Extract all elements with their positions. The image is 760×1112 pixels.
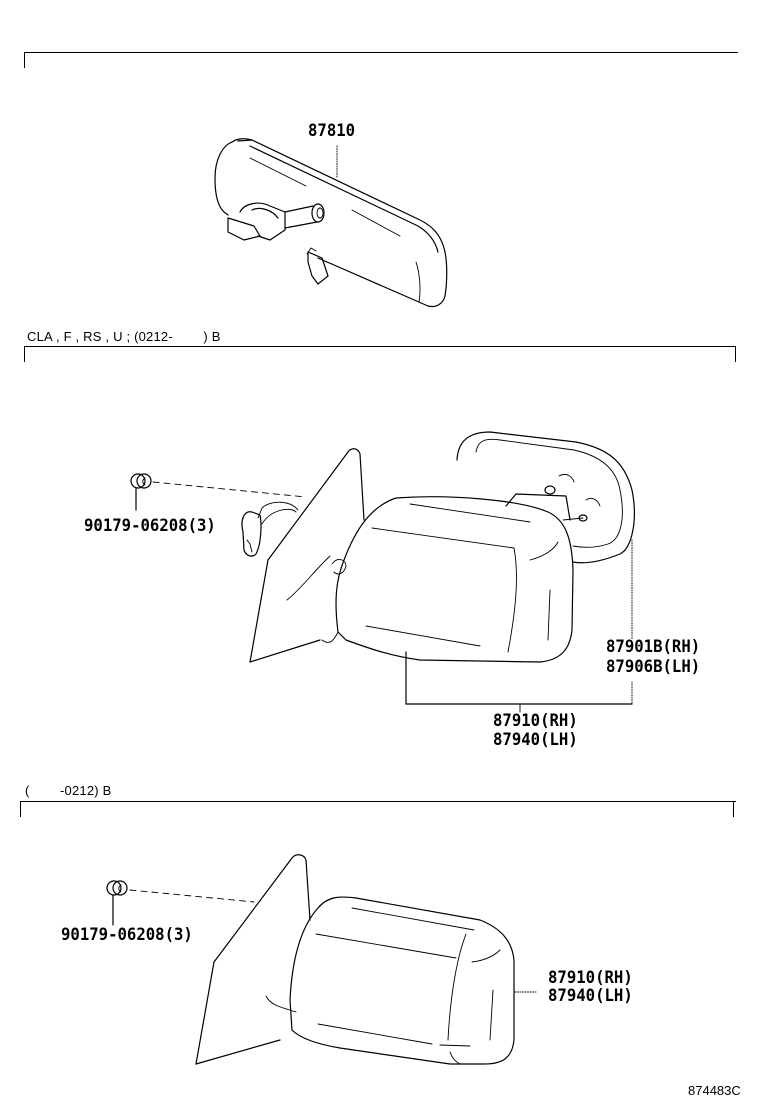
section-3-left-tick	[20, 801, 21, 817]
section-1-left-tick	[24, 52, 25, 68]
part-number-87901b-rh[interactable]: 87901B(RH)	[606, 637, 701, 657]
outer-mirror-to-0212-drawing	[106, 854, 538, 1065]
part-number-87940-lh-lower[interactable]: 87940(LH)	[548, 986, 633, 1006]
diagram-id: 874483C	[688, 1083, 741, 1098]
section-3-right-tick	[733, 801, 734, 817]
part-number-87810[interactable]: 87810	[308, 121, 356, 141]
section-2-left-tick	[24, 346, 25, 362]
outer-mirror-0212-on-drawing	[130, 431, 635, 713]
part-number-90179-06208-upper[interactable]: 90179-06208(3)	[84, 516, 216, 536]
section-1-top-rule	[24, 52, 738, 53]
part-number-87906b-lh[interactable]: 87906B(LH)	[606, 657, 701, 677]
section-3-caption: ( -0212) B	[25, 783, 112, 798]
part-number-90179-06208-lower[interactable]: 90179-06208(3)	[61, 925, 193, 945]
part-number-87910-rh-upper[interactable]: 87910(RH)	[493, 711, 578, 731]
section-2-caption: CLA , F , RS , U ; (0212- ) B	[27, 329, 221, 344]
section-2-top-rule	[24, 346, 736, 347]
part-number-87940-lh-upper[interactable]: 87940(LH)	[493, 730, 578, 750]
section-2-right-tick	[735, 346, 736, 362]
section-3-top-rule	[20, 801, 736, 802]
part-number-87910-rh-lower[interactable]: 87910(RH)	[548, 968, 633, 988]
inner-mirror-drawing	[214, 138, 448, 308]
